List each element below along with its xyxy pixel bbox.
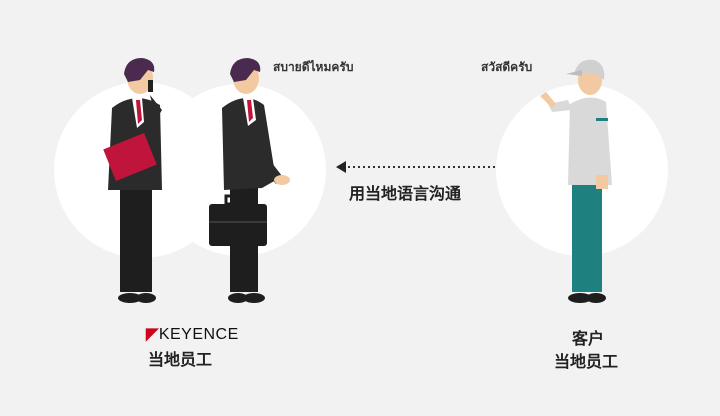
staff-speech-text: สบายดีไหมครับ bbox=[273, 60, 354, 74]
customer-speech-text: สวัสดีครับ bbox=[481, 60, 533, 74]
staff-with-briefcase-figure bbox=[209, 58, 290, 303]
brand-mark-icon: ◤ bbox=[146, 326, 159, 343]
arrow-head-icon bbox=[336, 161, 346, 173]
customer-role-label: 当地员工 bbox=[554, 352, 619, 371]
staff-role-label: 当地员工 bbox=[148, 350, 213, 369]
customer-label: 客户 bbox=[572, 329, 605, 348]
keyence-logo: ◤KEYENCE bbox=[146, 324, 239, 344]
staff-on-phone-figure bbox=[103, 58, 162, 303]
brand-name: KEYENCE bbox=[158, 326, 239, 343]
communication-arrow bbox=[336, 161, 497, 173]
arrow-label: 用当地语言沟通 bbox=[349, 184, 462, 203]
customer-worker-figure bbox=[540, 59, 612, 303]
